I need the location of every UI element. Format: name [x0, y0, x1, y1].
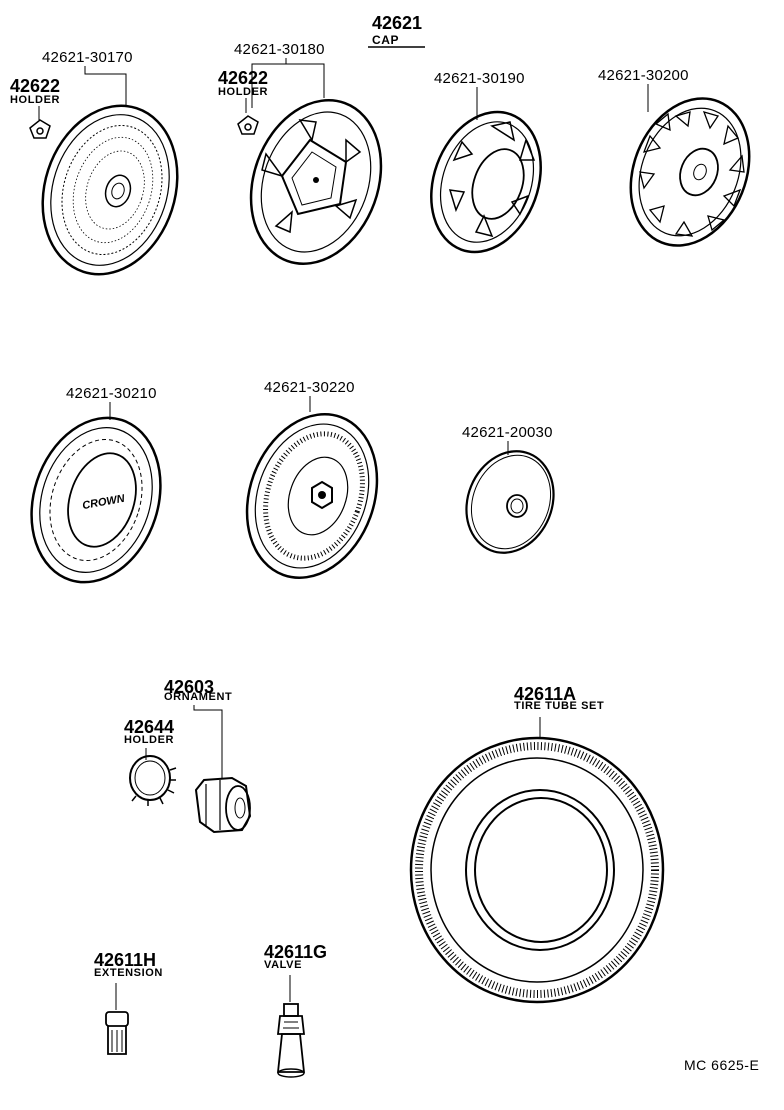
wheel-cap-30220: [245, 413, 379, 579]
part-number-tire: 42611A: [514, 684, 577, 704]
part-name-holder-2: HOLDER: [218, 86, 269, 98]
part-name-valve: VALVE: [264, 959, 303, 971]
ornament-holder-ring: [129, 755, 177, 806]
part-number-holder-2: 42622: [218, 68, 269, 88]
part-name-holder-1: HOLDER: [10, 94, 61, 106]
holder-clip-2: [237, 115, 259, 135]
wheel-cap-30190: [430, 110, 542, 254]
valve-extension: [105, 1011, 129, 1055]
cap-group-number: 42621: [372, 13, 423, 33]
part-name-ornament: ORNAMENT: [164, 691, 233, 703]
wheel-cap-30200: [629, 97, 751, 247]
part-number-42621-30200: 42621-30200: [598, 67, 689, 84]
cap-group-name: CAP: [372, 33, 400, 47]
part-number-42621-30210: 42621-30210: [66, 385, 157, 402]
part-number-extension: 42611H: [94, 950, 157, 970]
tire-valve: [276, 1003, 306, 1078]
leader-lines: [38, 58, 649, 1010]
crown-emblem: CROWN: [81, 493, 126, 512]
holder-clip-1: [29, 119, 51, 139]
diagram-code: MC 6625-E: [684, 1057, 760, 1073]
wheel-cap-30170: [41, 104, 179, 276]
tire-tube-set: [409, 736, 665, 1004]
wheel-cap-30180: [249, 99, 383, 265]
center-ornament: [194, 776, 252, 834]
part-number-ornament: 42603: [164, 677, 215, 697]
part-number-valve: 42611G: [264, 942, 328, 962]
part-name-extension: EXTENSION: [94, 967, 163, 979]
part-number-42621-30190: 42621-30190: [434, 70, 525, 87]
part-number-holder-1: 42622: [10, 76, 61, 96]
part-number-42621-30220: 42621-30220: [264, 379, 355, 396]
part-name-tire: TIRE TUBE SET: [514, 700, 605, 712]
part-number-42621-30180: 42621-30180: [234, 41, 325, 58]
part-number-42621-30170: 42621-30170: [42, 49, 133, 66]
part-name-holder-3: HOLDER: [124, 734, 175, 746]
part-number-42621-20030: 42621-20030: [462, 424, 553, 441]
wheel-cap-20030: [465, 450, 555, 554]
wheel-cap-30210: CROWN: [30, 416, 162, 584]
part-number-holder-3: 42644: [124, 717, 175, 737]
